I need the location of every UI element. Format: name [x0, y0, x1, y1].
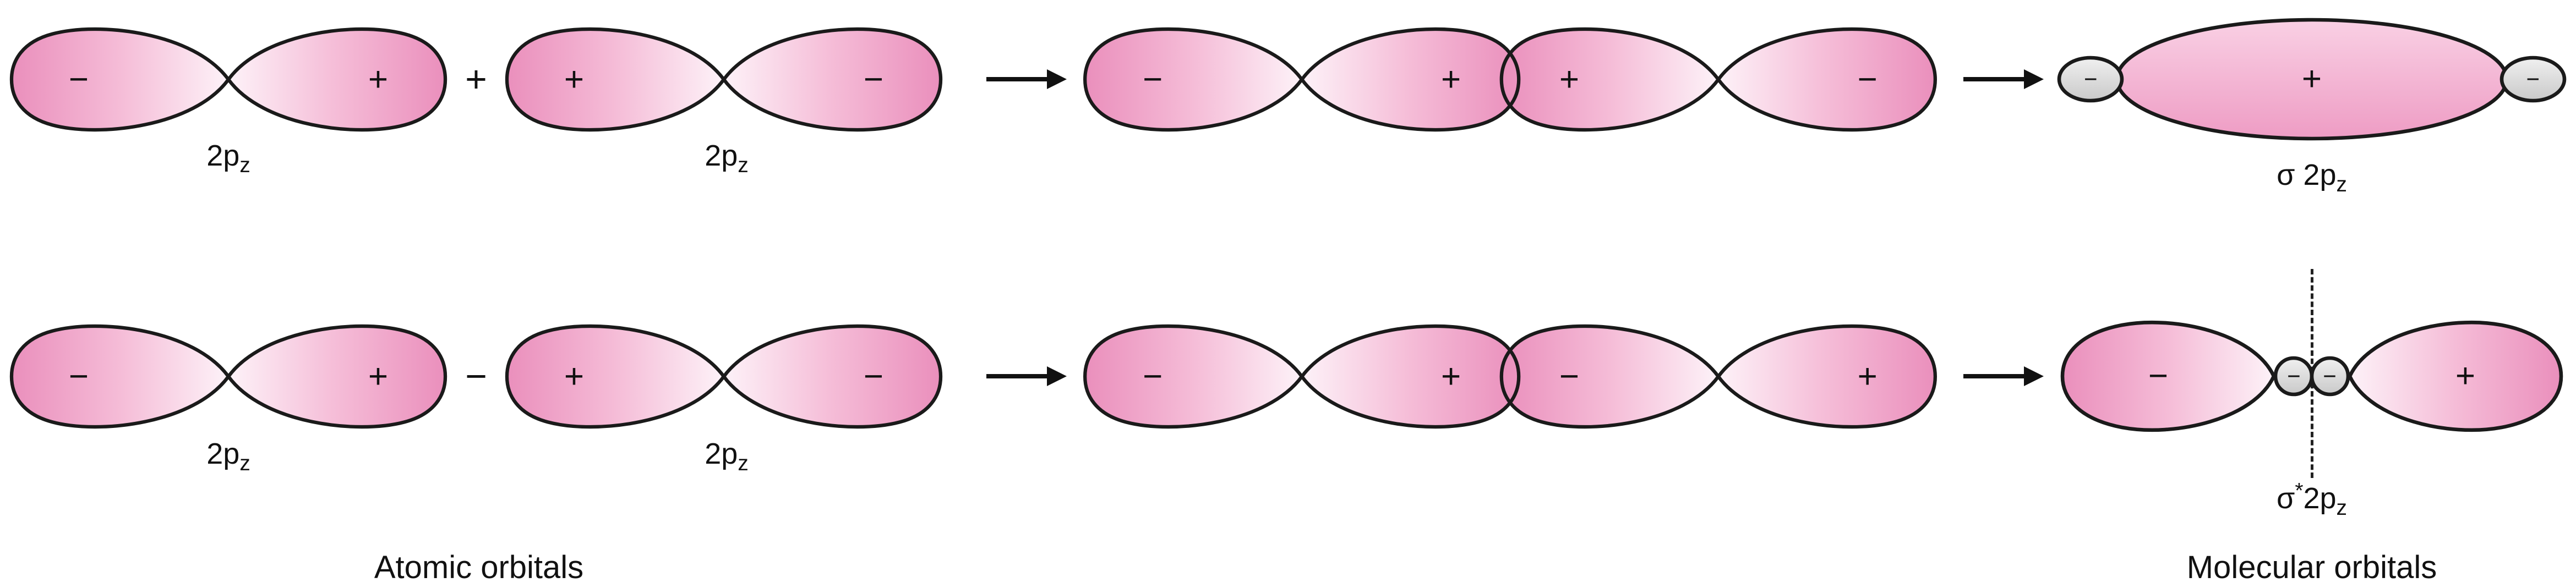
phase-sign: −: [1857, 60, 1878, 98]
phase-sign: −: [68, 357, 89, 395]
mo-label-sigma-star: σ*2pz: [2277, 479, 2347, 520]
orbital-label-sub: z: [738, 153, 749, 177]
phase-sign: +: [1857, 357, 1878, 395]
phase-sign: +: [2455, 357, 2476, 395]
mo-label-sigma: σ 2pz: [2277, 156, 2347, 197]
overlapping-orbitals-shape: [1082, 20, 1939, 139]
orbital-label-sub: z: [239, 153, 250, 177]
orbital-label: 2pz: [206, 139, 250, 178]
phase-sign: −: [1143, 357, 1163, 395]
phase-sign: +: [368, 357, 389, 395]
phase-sign: +: [1440, 60, 1461, 98]
orbital-label: 2pz: [705, 139, 749, 178]
phase-sign: −: [2526, 66, 2540, 92]
phase-sign: −: [2323, 363, 2337, 389]
orbital-label-sub: z: [239, 451, 250, 475]
phase-sign: −: [2287, 363, 2301, 389]
sigma-star-antibonding-mo: − − − +: [2056, 310, 2568, 442]
phase-sign: −: [1559, 357, 1580, 395]
p-orbital-right: + −: [504, 20, 944, 139]
p-orbital-right: + −: [504, 317, 944, 436]
p-orbital-left: − +: [8, 20, 449, 139]
arrow-right-icon: [985, 360, 1068, 393]
orbital-label-main: 2p: [705, 437, 738, 470]
sigma-star-antibonding-mo-shape: [2060, 320, 2563, 432]
mo-label-prefix: σ: [2277, 158, 2304, 191]
phase-sign: +: [2301, 60, 2322, 98]
phase-sign: +: [564, 60, 585, 98]
overlapping-orbitals-shape: [1082, 317, 1939, 436]
phase-sign: −: [863, 60, 884, 98]
phase-sign: −: [2148, 357, 2169, 395]
mo-label-main: 2p: [2303, 158, 2337, 191]
minus-operator: −: [465, 355, 487, 397]
orbital-label-main: 2p: [206, 437, 240, 470]
plus-operator: +: [465, 58, 487, 100]
mo-label-sub: z: [2336, 496, 2347, 520]
sigma-bonding-mo-shape: [2057, 18, 2567, 141]
phase-sign: +: [1440, 357, 1461, 395]
orbital-label-main: 2p: [705, 139, 738, 172]
arrow-right-icon: [985, 63, 1068, 96]
phase-sign: −: [1143, 60, 1163, 98]
phase-sign: +: [1559, 60, 1580, 98]
caption-molecular-orbitals: Molecular orbitals: [2186, 549, 2437, 585]
orbital-label-sub: z: [738, 451, 749, 475]
mo-label-prefix: σ: [2277, 482, 2295, 515]
phase-sign: −: [68, 60, 89, 98]
overlapping-orbitals: − + + −: [1082, 20, 1939, 139]
arrow-right-icon: [1962, 63, 2045, 96]
mo-label-sub: z: [2336, 172, 2347, 196]
overlapping-orbitals: − + − +: [1082, 317, 1939, 436]
p-orbital-left: − +: [8, 317, 449, 436]
caption-atomic-orbitals: Atomic orbitals: [374, 549, 584, 585]
orbital-label: 2pz: [206, 437, 250, 476]
phase-sign: −: [863, 357, 884, 395]
mo-label-main: 2p: [2303, 482, 2337, 515]
sigma-bonding-mo: − + −: [2056, 17, 2568, 142]
phase-sign: +: [564, 357, 585, 395]
phase-sign: +: [368, 60, 389, 98]
arrow-right-icon: [1962, 360, 2045, 393]
orbital-label: 2pz: [705, 437, 749, 476]
phase-sign: −: [2083, 66, 2098, 92]
mo-label-sup: *: [2295, 479, 2304, 503]
orbital-label-main: 2p: [206, 139, 240, 172]
